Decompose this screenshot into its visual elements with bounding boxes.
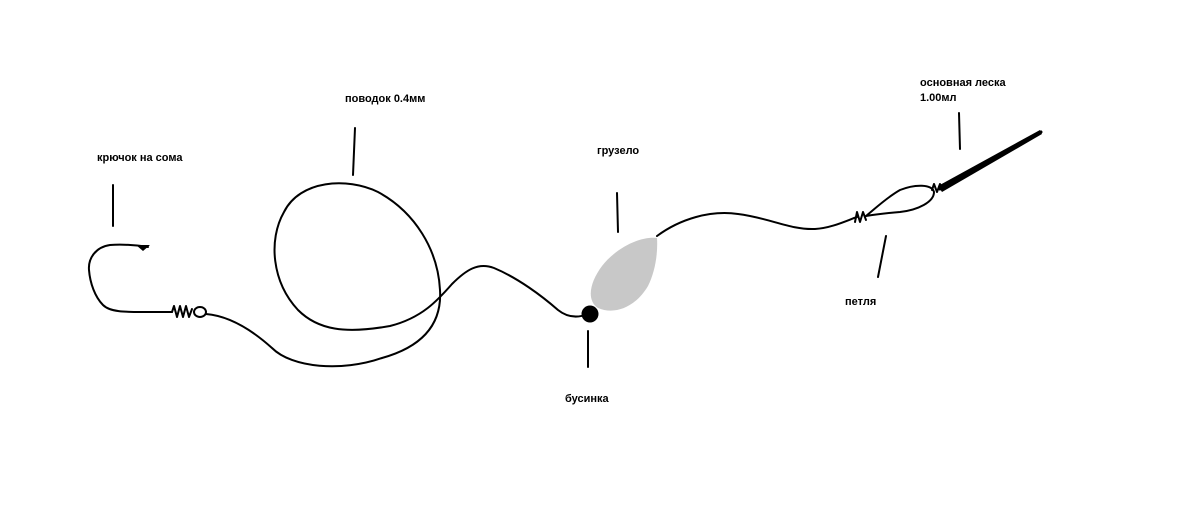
loop-pointer	[877, 235, 887, 278]
loop-label: петля	[845, 296, 877, 308]
leader-label: поводок 0.4мм	[345, 93, 426, 105]
hook-ring-icon	[193, 306, 207, 318]
main-line-stroke	[938, 130, 1043, 191]
sinker-pointer	[616, 192, 619, 233]
loop-knot-icon	[854, 211, 867, 223]
loop-icon	[865, 184, 935, 217]
bead-label: бусинка	[565, 393, 609, 405]
main-line-segment	[656, 212, 858, 237]
hook-label: крючок на сома	[97, 152, 183, 164]
leader-pointer	[352, 127, 356, 176]
sinker-label: грузело	[597, 145, 640, 157]
bead-icon	[581, 305, 599, 323]
main-line-size-label: 1.00мл	[920, 92, 957, 104]
main-line-label: основная леска	[920, 77, 1006, 89]
main-line-pointer	[958, 112, 961, 150]
hook-barb	[136, 245, 150, 251]
hook-icon	[87, 243, 173, 313]
leader-line	[205, 182, 589, 368]
sinker-icon	[590, 237, 658, 311]
hook-knot-icon	[171, 305, 193, 318]
